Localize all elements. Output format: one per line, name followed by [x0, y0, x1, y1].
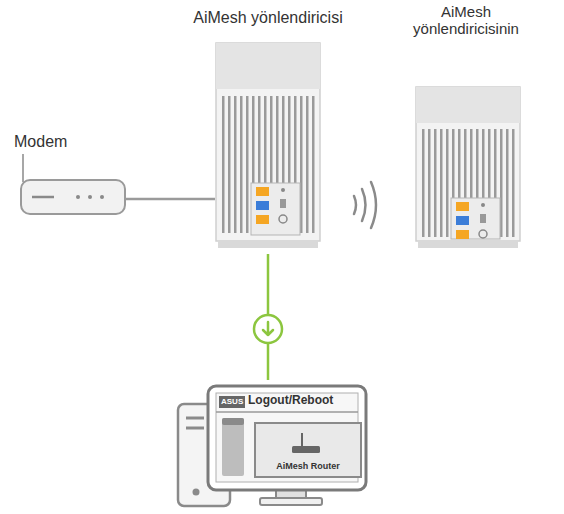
- modem-illustration: [20, 178, 126, 216]
- connector: [126, 199, 215, 200]
- router-illustration: [215, 42, 321, 250]
- router-illustration: [415, 86, 521, 250]
- modem-node: Modem: [20, 178, 126, 216]
- router-icon: [256, 424, 356, 480]
- device-label: AiMesh yönlendiricisi: [140, 8, 396, 27]
- computer-node: ASUSLogout/RebootAiMesh Router: [176, 384, 370, 508]
- device-label: AiMesh yönlendiricisinin: [393, 4, 539, 37]
- brand-label: ASUS: [219, 396, 245, 408]
- connector: [254, 254, 282, 380]
- device-label: Modem: [14, 132, 104, 151]
- router-node: AiMesh yönlendiricisi: [215, 42, 321, 250]
- menu-label: Logout/Reboot: [248, 393, 333, 407]
- wifi-waves: [354, 182, 376, 228]
- screen-panel: AiMesh Router: [254, 422, 362, 478]
- router-node: AiMesh yönlendiricisinin: [415, 86, 521, 250]
- panel-label: AiMesh Router: [256, 461, 360, 472]
